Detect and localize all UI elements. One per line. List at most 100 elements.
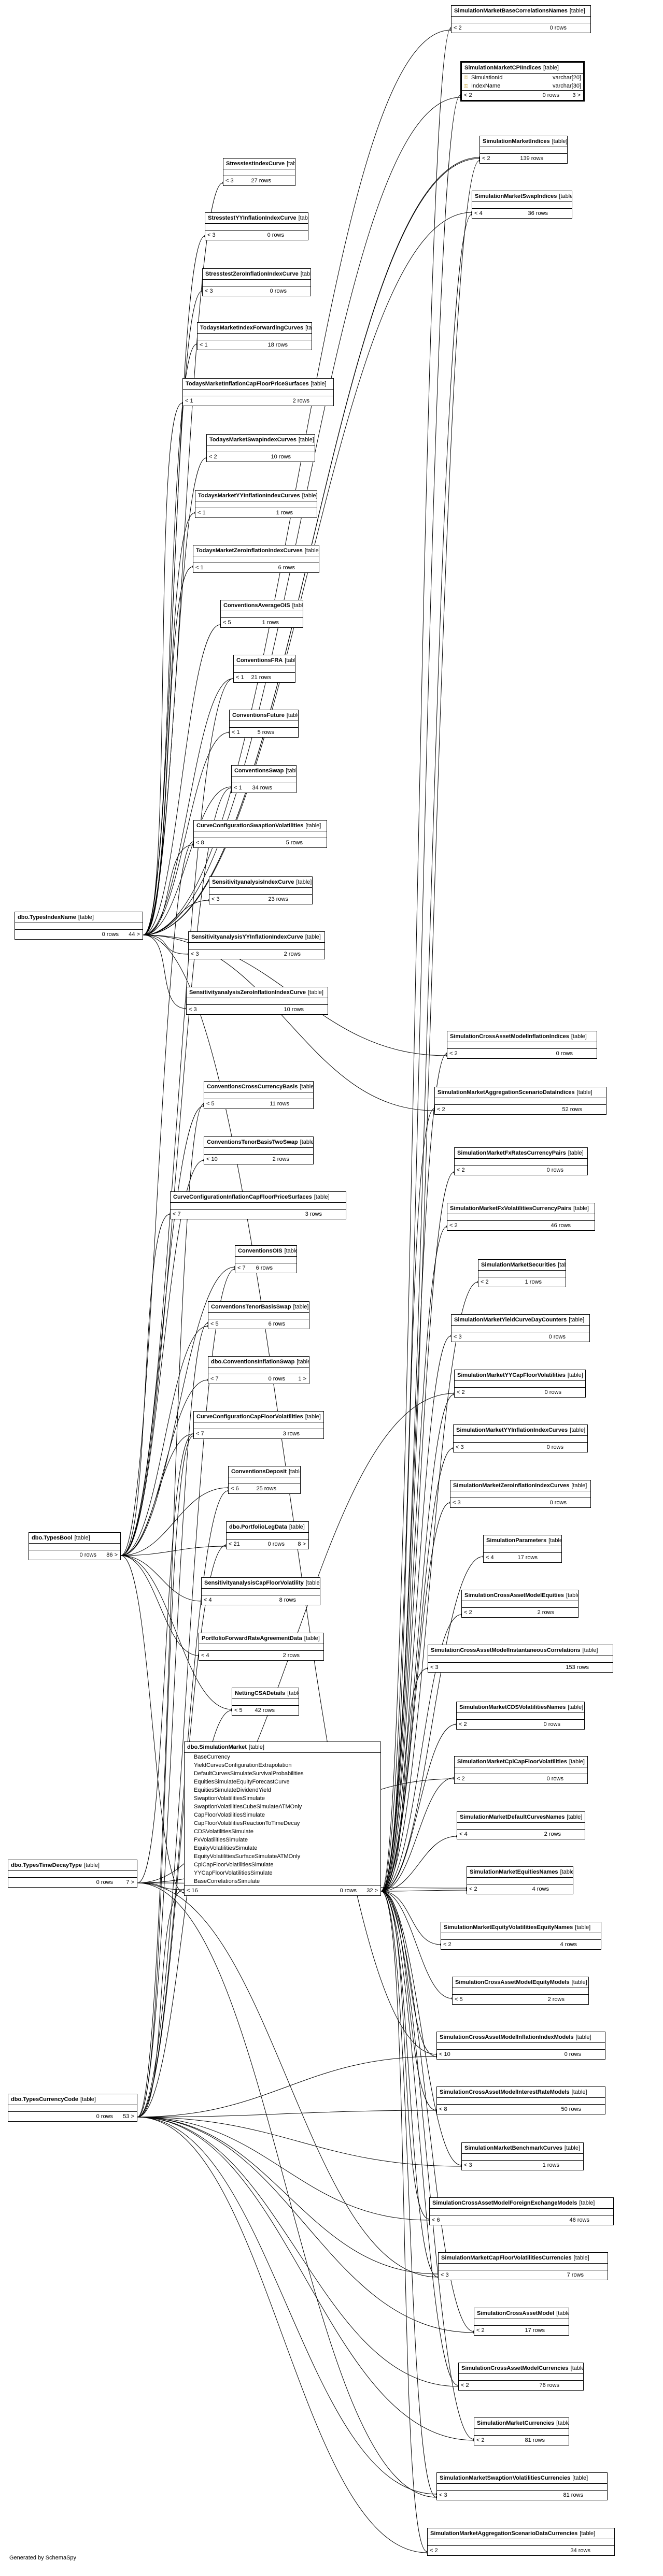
table-sensitivityanalysis-yyinflation-index-curve[interactable]: SensitivityanalysisYYInflationIndexCurve… [188,931,325,959]
table-conventions-average-ois[interactable]: ConventionsAverageOIStable51 [220,600,303,628]
table-sensitivityanalysis-index-curve[interactable]: SensitivityanalysisIndexCurvetable323 [209,876,313,904]
table-footer: 12 [183,396,333,406]
table-types-currency-code[interactable]: dbo.TypesCurrencyCodetable053 [8,2094,137,2122]
table-simulation-market-fx-rates-currency-pairs[interactable]: SimulationMarketFxRatesCurrencyPairstabl… [454,1147,588,1175]
table-conventions-tenor-basis-two-swap[interactable]: ConventionsTenorBasisTwoSwaptable102 [204,1136,314,1164]
table-name: SimulationMarketYieldCurveDayCounters [454,1317,567,1323]
table-simulation-market-fx-volatilities-currency-pairs[interactable]: SimulationMarketFxVolatilitiesCurrencyPa… [447,1203,595,1231]
table-portfolio-forward-rate-agreement-data[interactable]: PortfolioForwardRateAgreementDatatable42 [199,1633,324,1661]
table-conventions-deposit[interactable]: ConventionsDeposittable625 [228,1466,301,1494]
table-body-spacer [234,666,295,672]
table-simulation-market-equities-names[interactable]: SimulationMarketEquitiesNamestable24 [467,1866,573,1894]
table-simulation-market-yycap-floor-volatilities[interactable]: SimulationMarketYYCapFloorVolatilitiesta… [454,1370,586,1398]
table-types-time-decay-type[interactable]: dbo.TypesTimeDecayTypetable07 [8,1860,137,1888]
table-simulation-market-benchmark-curves[interactable]: SimulationMarketBenchmarkCurvestable31 [461,2142,584,2170]
table-simulation-cross-asset-model-instantaneous-correlations[interactable]: SimulationCrossAssetModelInstantaneousCo… [428,1645,613,1673]
table-name: CurveConfigurationCapFloorVolatilities [196,1414,303,1420]
table-simulation-market-cpi-cap-floor-volatilities[interactable]: SimulationMarketCpiCapFloorVolatilitiest… [454,1756,588,1784]
table-simulation-cross-asset-model-foreign-exchange-models[interactable]: SimulationCrossAssetModelForeignExchange… [429,2197,614,2225]
table-simulation-parameters[interactable]: SimulationParameterstable417 [483,1535,562,1563]
table-curve-configuration-inflation-cap-floor-price-surfaces[interactable]: CurveConfigurationInflationCapFloorPrice… [170,1191,346,1219]
table-simulation-market-cap-floor-volatilities-currencies[interactable]: SimulationMarketCapFloorVolatilitiesCurr… [438,2252,608,2280]
table-kind: table [570,8,585,14]
table-body-spacer [195,501,317,508]
table-todays-market-swap-index-curves[interactable]: TodaysMarketSwapIndexCurvestable210 [206,434,315,462]
table-simulation-market-base-correlations-names[interactable]: SimulationMarketBaseCorrelationsNamestab… [451,5,591,33]
table-simulation-cross-asset-model-equities[interactable]: SimulationCrossAssetModelEquitiestable22 [461,1590,579,1618]
table-conventions-ois[interactable]: ConventionsOIStable76 [235,1245,297,1273]
table-conventions-fra[interactable]: ConventionsFRAtable121 [233,655,295,683]
table-body-spacer [194,831,327,838]
table-types-bool[interactable]: dbo.TypesBooltable086 [29,1532,121,1560]
relationship-line [143,30,452,936]
table-simulation-market-cpiindices[interactable]: SimulationMarketCPIIndicestable⚿Simulati… [460,61,585,102]
table-simulation-market-cdsvolatilities-names[interactable]: SimulationMarketCDSVolatilitiesNamestabl… [456,1702,585,1730]
row-count: 27 [251,176,271,185]
table-sensitivityanalysis-cap-floor-volatility[interactable]: SensitivityanalysisCapFloorVolatilitytab… [201,1577,320,1605]
table-todays-market-inflation-cap-floor-price-surfaces[interactable]: TodaysMarketInflationCapFloorPriceSurfac… [182,378,334,406]
table-simulation-market-yyinflation-index-curves[interactable]: SimulationMarketYYInflationIndexCurvesta… [453,1424,588,1452]
table-todays-market-zero-inflation-index-curves[interactable]: TodaysMarketZeroInflationIndexCurvestabl… [193,545,319,573]
table-body-spacer [450,1491,590,1498]
table-body-spacer [430,2208,613,2215]
table-conventions-tenor-basis-swap[interactable]: ConventionsTenorBasisSwaptable56 [208,1301,309,1329]
table-body-spacer [462,1601,578,1607]
relationship-line [380,1836,457,1892]
relationship-line [143,402,183,936]
table-simulation-market-swaption-volatilities-currencies[interactable]: SimulationMarketSwaptionVolatilitiesCurr… [436,2472,608,2500]
table-simulation-cross-asset-model-inflation-index-models[interactable]: SimulationCrossAssetModelInflationIndexM… [436,2032,605,2060]
table-simulation-market-aggregation-scenario-data-currencies[interactable]: SimulationMarketAggregationScenarioDataC… [427,2528,615,2556]
table-simulation-market-default-curves-names[interactable]: SimulationMarketDefaultCurvesNamestable4… [457,1811,585,1839]
table-simulation-market-currencies[interactable]: SimulationMarketCurrenciestable281 [474,2417,569,2445]
table-stresstest-yyinflation-index-curve[interactable]: StresstestYYInflationIndexCurvetable30 [205,212,308,240]
table-conventions-swap[interactable]: ConventionsSwaptable134 [231,765,297,793]
table-stresstest-index-curve[interactable]: StresstestIndexCurvetable327 [223,158,295,186]
relationship-line [137,2110,437,2118]
table-simulation-cross-asset-model[interactable]: SimulationCrossAssetModeltable217 [474,2308,569,2336]
table-todays-market-yyinflation-index-curves[interactable]: TodaysMarketYYInflationIndexCurvestable1… [195,490,317,518]
table-simulation-cross-asset-model-interest-rate-models[interactable]: SimulationCrossAssetModelInterestRateMod… [436,2086,605,2114]
table-footer: 234 [428,2545,614,2555]
child-count: 86 [106,1550,118,1560]
table-simulation-market-securities[interactable]: SimulationMarketSecuritiestable21 [478,1259,566,1287]
column-row: EquityVolatilitiesSimulate [185,1844,380,1852]
table-todays-market-index-forwarding-curves[interactable]: TodaysMarketIndexForwardingCurvestable11… [197,322,312,350]
row-count: 34 [570,2546,590,2555]
table-conventions-cross-currency-basis[interactable]: ConventionsCrossCurrencyBasistable511 [204,1081,314,1109]
column-name: SwaptionVolatilitiesSimulate [194,1795,265,1802]
table-simulation-market-swap-indices[interactable]: SimulationMarketSwapIndicestable436 [472,191,572,219]
table-simulation-cross-asset-model-equity-models[interactable]: SimulationCrossAssetModelEquityModelstab… [452,1977,589,2005]
table-simulation-market-aggregation-scenario-data-indices[interactable]: SimulationMarketAggregationScenarioDataI… [434,1087,606,1115]
parent-count: 5 [210,1319,218,1329]
table-header: CurveConfigurationSwaptionVolatilitiesta… [194,821,327,831]
table-portfolio-leg-data[interactable]: dbo.PortfolioLegDatatable2108 [226,1521,309,1549]
table-kind: table [308,989,323,996]
table-simulation-cross-asset-model-currencies[interactable]: SimulationCrossAssetModelCurrenciestable… [458,2363,584,2391]
table-types-index-name[interactable]: dbo.TypesIndexNametable044 [15,912,143,940]
table-header: StresstestYYInflationIndexCurvetable [205,213,308,223]
table-simulation-market[interactable]: dbo.SimulationMarkettableBaseCurrencyYie… [184,1742,381,1896]
table-simulation-market-yield-curve-day-counters[interactable]: SimulationMarketYieldCurveDayCounterstab… [451,1314,590,1342]
table-simulation-market-zero-inflation-index-curves[interactable]: SimulationMarketZeroInflationIndexCurves… [450,1480,591,1508]
table-kind: table [569,1317,584,1323]
relationship-line [143,732,230,936]
table-header: SensitivityanalysisZeroInflationIndexCur… [187,987,328,998]
table-netting-csadetails[interactable]: NettingCSADetailstable542 [232,1688,299,1716]
parent-count: 2 [476,2436,484,2445]
parent-count: 8 [439,2105,447,2114]
table-kind: table [571,2365,583,2371]
table-simulation-market-indices[interactable]: SimulationMarketIndicestable2139 [479,136,568,164]
table-body-spacer [208,1312,309,1319]
table-curve-configuration-cap-floor-volatilities[interactable]: CurveConfigurationCapFloorVolatilitiesta… [193,1411,324,1439]
table-curve-configuration-swaption-volatilities[interactable]: CurveConfigurationSwaptionVolatilitiesta… [193,820,327,848]
table-header: dbo.PortfolioLegDatatable [227,1522,308,1532]
table-stresstest-zero-inflation-index-curve[interactable]: StresstestZeroInflationIndexCurvetable30 [202,268,311,296]
table-simulation-market-equity-volatilities-equity-names[interactable]: SimulationMarketEquityVolatilitiesEquity… [441,1922,601,1950]
table-conventions-future[interactable]: ConventionsFuturetable15 [229,710,299,738]
table-footer: 11 [195,508,317,517]
table-conventions-inflation-swap[interactable]: dbo.ConventionsInflationSwaptable701 [208,1356,309,1384]
table-simulation-cross-asset-model-inflation-indices[interactable]: SimulationCrossAssetModelInflationIndice… [447,1031,597,1059]
table-header: SimulationMarketCurrenciestable [474,2418,569,2428]
table-kind: table [305,934,321,940]
table-sensitivityanalysis-zero-inflation-index-curve[interactable]: SensitivityanalysisZeroInflationIndexCur… [186,987,328,1015]
